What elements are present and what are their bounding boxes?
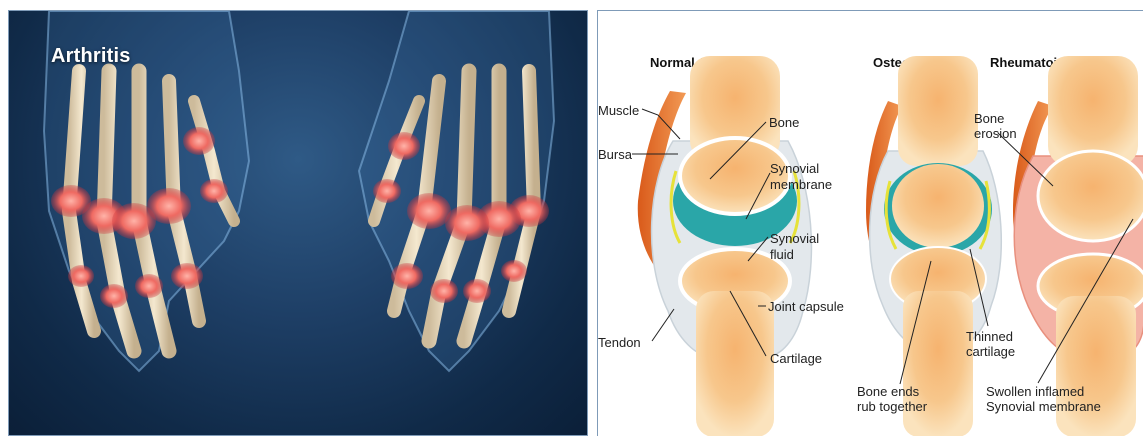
label-bone-erosion-1: Bone	[974, 111, 1004, 126]
label-bone-ends-2: rub together	[857, 399, 928, 414]
label-cartilage: Cartilage	[770, 351, 822, 366]
label-bone-ends-1: Bone ends	[857, 384, 920, 399]
joint-comparison-diagram: Normal Joint Osteoarthritis Rheumatoid A…	[597, 10, 1143, 436]
normal-joint	[638, 56, 812, 436]
label-thinned-cartilage-2: cartilage	[966, 344, 1015, 359]
label-synovial-fluid-1: Synovial	[770, 231, 819, 246]
label-tendon: Tendon	[598, 335, 641, 350]
rheumatoid-joint	[1013, 56, 1143, 436]
label-bursa: Bursa	[598, 147, 633, 162]
hands-graphic	[9, 11, 588, 436]
photo-title: Arthritis	[51, 45, 131, 68]
label-muscle: Muscle	[598, 103, 639, 118]
label-bone: Bone	[769, 115, 799, 130]
label-joint-capsule: Joint capsule	[768, 299, 844, 314]
label-synovial-membrane-1: Synovial	[770, 161, 819, 176]
label-synovial-membrane-2: membrane	[770, 177, 832, 192]
label-swollen-1: Swollen inflamed	[986, 384, 1084, 399]
joint-diagram-graphic: Normal Joint Osteoarthritis Rheumatoid A…	[598, 11, 1143, 436]
label-swollen-2: Synovial membrane	[986, 399, 1101, 414]
arthritis-hands-illustration: Arthritis	[8, 10, 588, 436]
label-synovial-fluid-2: fluid	[770, 247, 794, 262]
label-thinned-cartilage-1: Thinned	[966, 329, 1013, 344]
label-bone-erosion-2: erosion	[974, 126, 1017, 141]
